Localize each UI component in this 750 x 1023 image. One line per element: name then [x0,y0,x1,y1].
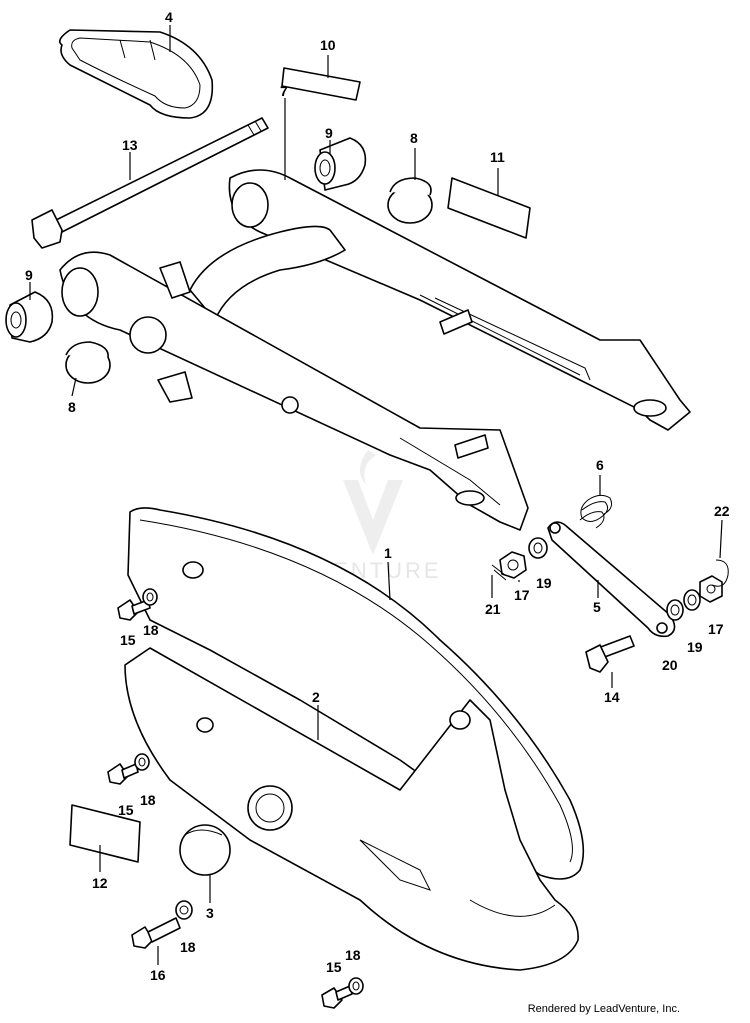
label-part-12[interactable] [69,804,141,863]
callout-6: 6 [596,457,604,473]
callout-18-d: 18 [345,947,361,963]
callout-16: 16 [150,967,166,983]
callout-12: 12 [92,875,108,891]
bushing-part-9-lower[interactable] [5,291,54,343]
cap-part-8-upper[interactable] [387,177,433,224]
callout-15-a: 15 [120,632,136,648]
callout-7: 7 [280,83,288,99]
plug-part-3[interactable] [179,824,231,876]
label-part-10[interactable] [281,67,361,101]
callout-18-a: 18 [143,622,159,638]
callout-18-b: 18 [140,792,156,808]
callout-numbers: 4 10 7 9 8 11 13 9 8 6 22 1 19 17 21 5 1… [25,9,730,983]
washer-part-20[interactable] [666,599,684,621]
callout-11: 11 [490,149,505,165]
callout-1: 1 [384,545,392,561]
chain-case-part-2[interactable] [124,647,579,971]
label-part-11[interactable] [447,177,531,239]
callout-10: 10 [320,37,336,53]
swingarm-part-7[interactable] [59,169,691,531]
cotter-pin-part-21[interactable] [491,564,507,581]
callout-18-c: 18 [180,939,196,955]
callout-14: 14 [604,689,620,705]
callout-22: 22 [714,503,730,519]
render-credit: Rendered by LeadVenture, Inc. [527,1003,680,1015]
bolt-part-16[interactable] [131,917,181,949]
callout-9-lower: 9 [25,267,33,283]
washer-part-18-c[interactable] [175,900,193,920]
callout-20: 20 [662,657,678,673]
washer-part-19-upper[interactable] [528,537,548,559]
callout-19-lower: 19 [687,639,703,655]
callout-17-upper: 17 [514,587,530,603]
clip-part-22[interactable] [711,559,729,587]
bolt-part-15-b[interactable] [107,763,139,785]
callout-15-b: 15 [118,802,134,818]
washer-part-18-a[interactable] [142,588,158,606]
callout-5: 5 [593,599,601,615]
leader-lines [29,25,723,965]
callout-8-upper: 8 [410,130,418,146]
spring-part-6[interactable] [579,494,612,529]
cap-part-8-lower[interactable] [65,341,111,384]
bolt-part-15-a[interactable] [117,599,151,621]
bolt-part-14[interactable] [585,635,635,673]
bushing-part-9-upper[interactable] [314,137,367,191]
callout-13: 13 [122,137,138,153]
nut-part-17-lower[interactable] [699,575,723,603]
pivot-bolt-part-13[interactable] [31,117,269,249]
torque-link-part-5[interactable] [547,521,676,638]
callout-8-lower: 8 [68,399,76,415]
callout-4: 4 [165,9,173,25]
nut-part-17-upper[interactable] [499,551,527,579]
callout-3: 3 [206,905,214,921]
bolt-part-15-c[interactable] [321,985,353,1009]
washer-part-18-b[interactable] [134,753,150,771]
callout-21: 21 [485,601,501,617]
washer-part-19-lower[interactable] [683,589,701,611]
callout-2: 2 [312,689,320,705]
callout-17-lower: 17 [708,621,724,637]
washer-part-18-d[interactable] [348,977,364,995]
callout-19-upper: 19 [536,575,552,591]
chain-guide-part-4[interactable] [59,29,214,119]
callout-15-c: 15 [326,959,342,975]
callout-9-upper: 9 [325,125,333,141]
